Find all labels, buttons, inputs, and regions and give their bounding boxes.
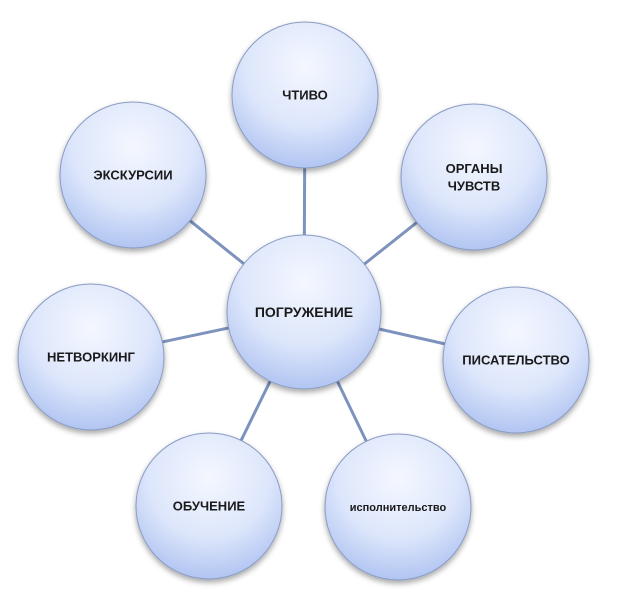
node-ispolnitelstvo: исполнительство [324,433,472,581]
node-ekskursii-label: ЭКСКУРСИИ [93,168,172,183]
connector-obuchenie [239,380,272,442]
node-organy-chuvstv-label: ЧУВСТВ [448,178,501,193]
node-chtivo-label: ЧТИВО [282,88,328,103]
node-pisatelstvo: ПИСАТЕЛЬСТВО [442,286,590,434]
connector-pisatelstvo [378,327,446,346]
center-node-circle [226,234,382,390]
node-networking-label: НЕТВОРКИНГ [47,350,136,365]
node-organy-chuvstv: ОРГАНЫ ЧУВСТВ [400,103,548,251]
node-networking: НЕТВОРКИНГ [17,283,165,431]
diagram-nodes: ПОГРУЖЕНИЕ ЧТИВО ОРГАНЫ ЧУВСТВ ПИСАТЕЛЬСТВО и… [17,21,590,581]
node-organy-chuvstv-label: ОРГАНЫ [446,161,503,176]
node-chtivo: ЧТИВО [231,21,379,169]
connector-ispolnitelstvo [336,380,368,442]
node-pisatelstvo-circle [442,286,590,434]
node-pisatelstvo-label: ПИСАТЕЛЬСТВО [462,353,569,368]
node-networking-circle [17,283,165,431]
node-ispolnitelstvo-circle [324,433,472,581]
center-node-label: ПОГРУЖЕНИЕ [255,304,353,320]
node-ekskursii-circle [59,101,207,249]
node-obuchenie-circle [135,432,283,580]
center-node: ПОГРУЖЕНИЕ [226,234,382,390]
node-chtivo-circle [231,21,379,169]
connector-organy-chuvstv [363,221,418,266]
connector-networking [162,326,229,344]
connector-ekskursii [189,219,245,266]
node-obuchenie: ОБУЧЕНИЕ [135,432,283,580]
node-ekskursii: ЭКСКУРСИИ [59,101,207,249]
node-obuchenie-label: ОБУЧЕНИЕ [173,499,246,514]
node-organy-chuvstv-circle [400,103,548,251]
node-ispolnitelstvo-label: исполнительство [350,502,447,514]
connector-lines [162,167,446,442]
